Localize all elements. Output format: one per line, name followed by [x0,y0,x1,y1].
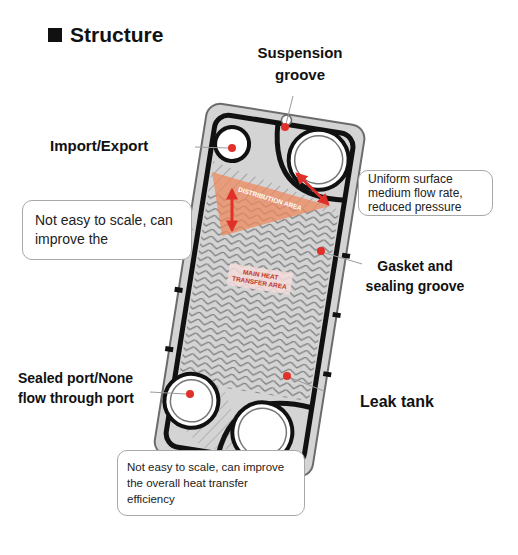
leader-line [286,96,293,124]
port [213,125,252,164]
gasket-clip [174,287,183,293]
gasket-clip [323,371,332,377]
gasket [164,113,355,467]
callout-dot [317,247,325,255]
part-label: Import/Export [50,136,200,156]
gasket-clip [165,346,174,352]
callout-dot [186,390,194,398]
flow-arrow [231,190,234,230]
plate-body [153,102,367,479]
sealed-port [167,377,215,425]
leader-line [150,392,186,394]
part-label: Gasket and sealing groove [356,256,474,296]
distribution-area-highlight [212,172,330,236]
leader-line [291,378,324,391]
callout-text: Not easy to scale, can improve the overa… [127,459,298,507]
callout-dot [283,372,291,380]
part-label: Leak tank [360,392,460,412]
gasket-plate [149,101,371,479]
callout-dot [281,123,289,131]
title-bullet [48,28,62,42]
part-label: Suspension groove [238,42,362,86]
callout-box: Uniform surface medium flow rate, reduce… [358,170,493,216]
port-ring [284,125,353,194]
callout-dot [228,144,236,152]
callout-text: Not easy to scale, can improve the [35,211,183,249]
port [291,132,346,187]
leader-line [195,147,228,148]
leader-line [325,253,362,264]
callout-text: Uniform surface medium flow rate, reduce… [368,172,486,214]
callout-box: Not easy to scale, can improve the overa… [117,450,305,516]
flow-arrow [297,174,328,204]
callout-box: Not easy to scale, can improve the [22,200,192,260]
sealed-port-ring [161,370,223,432]
gasket-clip [332,312,341,318]
part-label: Sealed port/None flow through port [18,368,153,408]
diagram-title: Structure [70,23,163,47]
